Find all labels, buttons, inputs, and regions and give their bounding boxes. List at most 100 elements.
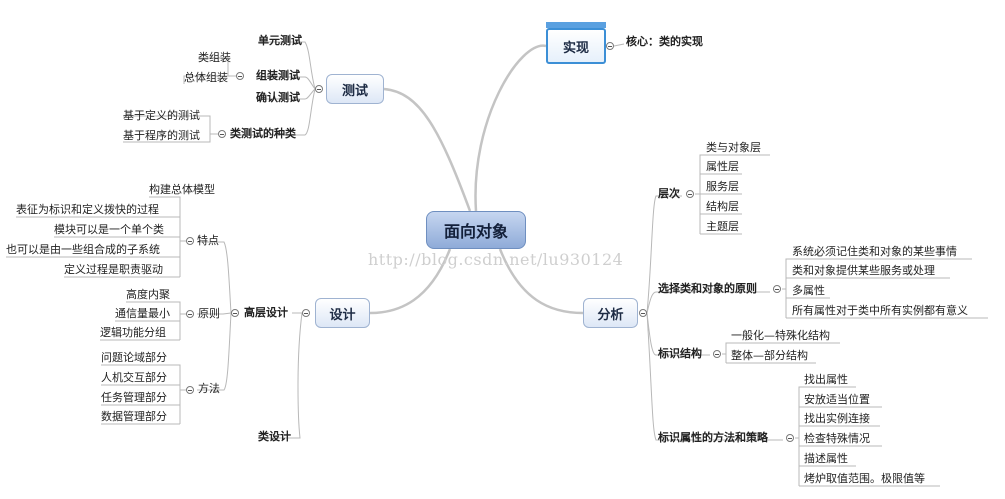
attrs-item-2: 找出实例连接 (804, 412, 870, 425)
focus-frame-bar (546, 22, 606, 28)
design-methods: 方法 (198, 382, 220, 395)
test-acceptance: 确认测试 (256, 91, 300, 104)
node-implementation-label: 实现 (562, 40, 589, 56)
features-item-3: 也可以是由一些组合成的子系统 (6, 243, 160, 256)
collapse-attrs[interactable] (786, 434, 794, 442)
features-item-1: 表征为标识和定义拨快的过程 (16, 203, 159, 216)
node-implementation[interactable]: 实现 (546, 28, 606, 64)
link-impl-core (613, 43, 625, 47)
features-item-0: 构建总体模型 (149, 183, 215, 196)
attrs-item-1: 安放适当位置 (804, 393, 870, 406)
attrs-item-3: 检查特殊情况 (804, 432, 870, 445)
features-item-4: 定义过程是职责驱动 (64, 263, 163, 276)
select-item-2: 多属性 (792, 284, 825, 297)
levels-item-4: 主题层 (706, 220, 739, 233)
structure-item-0: 一般化—特殊化结构 (731, 329, 830, 342)
root-node[interactable]: 面向对象 (426, 211, 526, 249)
link-test-unit (258, 41, 316, 90)
collapse-methods[interactable] (186, 386, 194, 394)
collapse-test[interactable] (315, 85, 323, 93)
design-principles: 原则 (198, 307, 220, 320)
test-unit: 单元测试 (258, 34, 302, 47)
analysis-attrs: 标识属性的方法和策略 (658, 431, 768, 444)
collapse-levels[interactable] (686, 190, 694, 198)
select-item-1: 类和对象提供某些服务或处理 (792, 264, 935, 277)
design-features: 特点 (197, 234, 219, 247)
integration-item-0: 类组装 (198, 51, 231, 64)
collapse-design[interactable] (302, 309, 310, 317)
methods-item-3: 数据管理部分 (101, 410, 167, 423)
link-root-test (383, 87, 472, 212)
link-analysis-levels (646, 195, 682, 314)
collapse-integration[interactable] (236, 72, 244, 80)
levels-item-1: 属性层 (706, 160, 739, 173)
levels-item-0: 类与对象层 (706, 141, 761, 154)
link-structure-items (722, 342, 840, 364)
node-test[interactable]: 测试 (326, 74, 384, 104)
test-kinds: 类测试的种类 (230, 127, 296, 140)
methods-item-2: 任务管理部分 (101, 391, 167, 404)
link-analysis-attrs (646, 312, 783, 441)
collapse-analysis[interactable] (639, 309, 647, 317)
node-design[interactable]: 设计 (315, 298, 370, 328)
link-test-integration (256, 76, 316, 90)
principles-item-1: 通信量最小 (115, 307, 170, 320)
node-analysis-label: 分析 (597, 307, 624, 323)
integration-item-1: 总体组装 (184, 71, 228, 84)
link-root-analysis (498, 248, 584, 315)
link-root-design (369, 248, 452, 315)
impl-core: 核心：类的实现 (626, 35, 703, 48)
attrs-item-0: 找出属性 (804, 373, 848, 386)
structure-item-1: 整体—部分结构 (731, 349, 808, 362)
link-int-1 (183, 75, 236, 84)
watermark: http://blog.csdn.net/lu930124 (368, 250, 624, 269)
collapse-select[interactable] (773, 285, 781, 293)
select-item-3: 所有属性对于类中所有实例都有意义 (792, 304, 968, 317)
attrs-item-4: 描述属性 (804, 452, 848, 465)
design-high: 高层设计 (244, 306, 288, 319)
collapse-kinds[interactable] (218, 130, 226, 138)
node-design-label: 设计 (329, 307, 356, 323)
methods-item-1: 人机交互部分 (101, 371, 167, 384)
methods-item-0: 问题论域部分 (101, 351, 167, 364)
kinds-item-0: 基于定义的测试 (123, 109, 200, 122)
kinds-item-1: 基于程序的测试 (123, 129, 200, 142)
collapse-structure[interactable] (713, 350, 721, 358)
link-kinds-1 (123, 133, 218, 143)
design-class: 类设计 (258, 430, 291, 443)
link-analysis-select (646, 291, 770, 314)
link-levels-items (695, 154, 770, 235)
node-analysis[interactable]: 分析 (583, 298, 638, 328)
link-attrs-items (795, 386, 940, 487)
root-label: 面向对象 (443, 222, 508, 241)
collapse-impl[interactable] (606, 42, 614, 50)
analysis-levels: 层次 (658, 187, 680, 200)
collapse-high[interactable] (231, 309, 239, 317)
link-test-acceptance (256, 88, 316, 100)
principles-item-2: 逻辑功能分组 (100, 326, 166, 339)
link-design-class (258, 312, 303, 439)
link-principles-items (100, 301, 186, 341)
principles-item-0: 高度内聚 (126, 288, 170, 301)
features-item-2: 模块可以是一个单个类 (54, 223, 164, 236)
link-methods-items (101, 364, 186, 425)
collapse-features[interactable] (186, 237, 194, 245)
levels-item-3: 结构层 (706, 200, 739, 213)
select-item-0: 系统必须记住类和对象的某些事情 (792, 245, 957, 258)
collapse-principles[interactable] (186, 310, 194, 318)
link-high-features (197, 241, 232, 314)
analysis-select: 选择类和对象的原则 (658, 282, 757, 295)
link-select-items (782, 258, 988, 319)
link-test-kinds (230, 88, 316, 136)
link-features-items (6, 196, 186, 278)
link-root-impl (474, 44, 547, 212)
analysis-structure: 标识结构 (658, 347, 702, 360)
attrs-item-5: 烤炉取值范围。极限值等 (804, 472, 925, 485)
link-high-methods (197, 312, 232, 391)
levels-item-2: 服务层 (706, 180, 739, 193)
node-test-label: 测试 (341, 83, 368, 99)
test-integration: 组装测试 (256, 69, 300, 82)
link-high-principles (197, 312, 232, 315)
